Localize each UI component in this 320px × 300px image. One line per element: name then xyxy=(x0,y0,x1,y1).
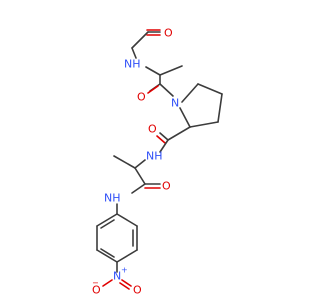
bond xyxy=(134,167,146,185)
ring-bond xyxy=(181,83,199,103)
anilide-nh-label: NH xyxy=(104,192,121,205)
ring-nitrogen-label: N xyxy=(171,97,179,110)
nitro-nitrogen-label: N xyxy=(113,270,121,283)
keto-oxygen-label: O xyxy=(137,91,146,104)
double-bond xyxy=(147,85,159,94)
nitro-oxygen-label-left: O xyxy=(92,284,101,297)
amide-nh-label-top: NH xyxy=(124,58,141,71)
bond xyxy=(167,126,191,141)
bond xyxy=(131,183,146,194)
atom-labels: O NH O N O NH O NH N + O − O xyxy=(92,27,179,297)
double-bond xyxy=(121,279,132,287)
bond-layer xyxy=(96,29,223,290)
nitro-oxygen-charge: − xyxy=(92,279,99,288)
aromatic-bond xyxy=(100,219,115,229)
ring-bond xyxy=(116,213,138,227)
bond xyxy=(134,159,146,169)
ring-bond xyxy=(116,249,138,263)
bond xyxy=(159,83,174,97)
ring-bond xyxy=(217,93,223,123)
bond xyxy=(159,139,169,153)
bond xyxy=(159,65,183,76)
acetyl-oxygen-label: O xyxy=(164,27,173,40)
nitro-oxygen-label-right: O xyxy=(133,284,142,297)
aromatic-bond xyxy=(100,248,115,258)
ring-bond xyxy=(96,213,118,227)
bond xyxy=(113,155,136,169)
bond xyxy=(145,66,161,76)
amide-oxygen-label-mid: O xyxy=(148,123,157,136)
bond xyxy=(131,31,149,49)
ring-bond xyxy=(179,107,191,128)
bond xyxy=(159,132,169,141)
ring-bond xyxy=(197,83,223,95)
bond xyxy=(131,47,137,59)
double-bond xyxy=(119,282,130,290)
amide-oxygen-label-low: O xyxy=(162,180,171,193)
bond xyxy=(102,279,113,287)
ring-bond xyxy=(96,249,118,263)
ring-bond xyxy=(189,121,219,128)
nitro-nitrogen-charge: + xyxy=(121,266,128,275)
double-bond xyxy=(156,135,166,144)
molecule-structure: O NH O N O NH O NH N + O − O xyxy=(92,27,223,297)
amide-nh-label-mid: NH xyxy=(146,150,163,163)
